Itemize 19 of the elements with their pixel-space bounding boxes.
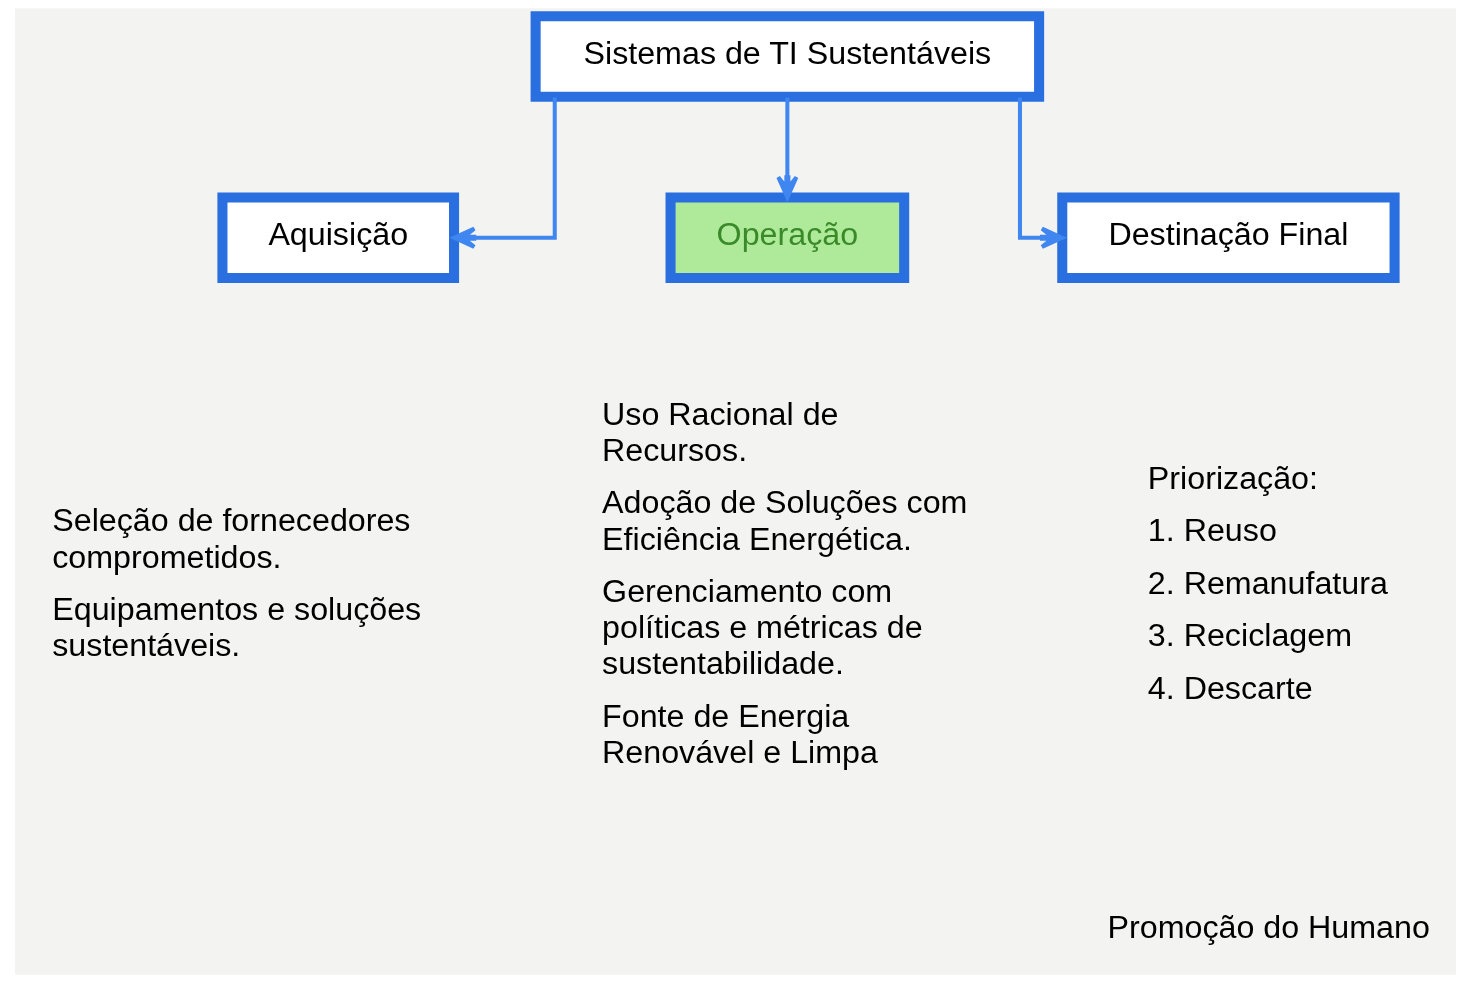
node-box: Sistemas de TI Sustentáveis <box>530 11 1045 102</box>
label: Promoção do Humano <box>1107 909 1430 946</box>
node-label: 1. Reuso <box>1147 512 1277 549</box>
arrow <box>452 97 557 249</box>
arrow <box>1017 97 1065 249</box>
node-label: 2. Remanufatura <box>1147 564 1388 601</box>
node-label: Priorização: <box>1147 460 1318 497</box>
node-box: Aquisição <box>217 192 460 284</box>
node-box: Destinação Final <box>1057 192 1400 284</box>
node-label: Gerenciamento com políticas e métricas de sustentabilidade. <box>602 572 923 682</box>
node-label: Fonte de Energia Renovável e Limpa <box>602 697 878 770</box>
node-label: Equipamentos e soluções sustentáveis. <box>52 590 422 664</box>
arrow <box>776 97 799 200</box>
node-label: Adoção de Soluções com Eficiência Energética. <box>602 484 968 557</box>
node-label: 4. Descarte <box>1147 669 1313 706</box>
node-box: Operação <box>665 192 910 284</box>
node-label: Seleção de fornecedores comprometidos. <box>52 502 411 575</box>
node-label: 3. Reciclagem <box>1147 617 1352 654</box>
node-label: Uso Racional de Recursos. <box>602 395 839 468</box>
